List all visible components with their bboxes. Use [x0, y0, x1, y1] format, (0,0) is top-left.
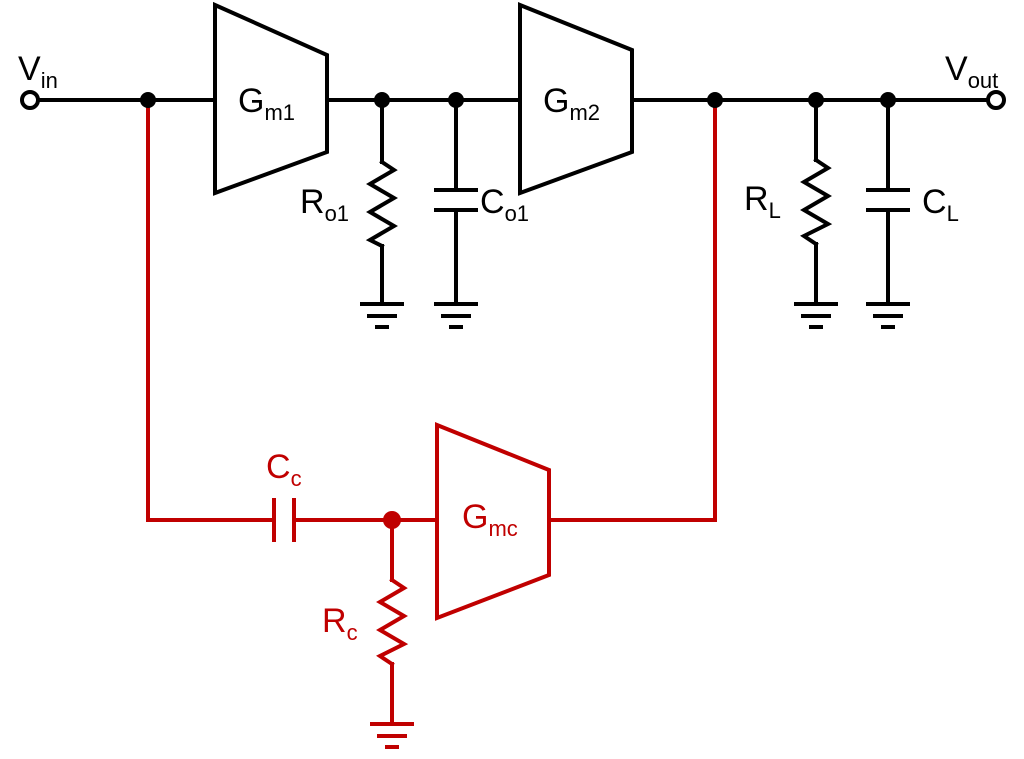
- compensation-network: Cc Rc Gmc: [146, 98, 717, 749]
- capacitor-icon: [866, 188, 910, 212]
- ground-icon: [360, 302, 404, 329]
- capacitor-icon: [272, 498, 296, 542]
- rc-label: Rc: [322, 602, 358, 645]
- vout-label: Vout: [945, 50, 998, 93]
- ground-icon: [434, 302, 478, 329]
- gm1-amplifier: Gm1: [213, 1, 329, 196]
- vin-terminal: Vin: [18, 50, 58, 110]
- co1-label: Co1: [480, 183, 529, 226]
- capacitor-icon: [434, 188, 478, 212]
- junction-icon: [880, 92, 896, 108]
- wire-gmc-to-output: [547, 98, 717, 522]
- cl-label: CL: [922, 183, 959, 226]
- resistor-icon: [800, 157, 833, 247]
- rl-resistor: RL: [744, 98, 838, 329]
- gm2-amplifier: Gm2: [518, 2, 634, 196]
- ground-icon: [794, 302, 838, 329]
- gm2-amplifier-icon: [518, 2, 634, 196]
- gmc-amplifier-icon: [435, 422, 551, 621]
- junction-icon: [448, 92, 464, 108]
- junction-icon: [383, 511, 401, 529]
- junctions: [140, 92, 896, 529]
- junction-icon: [707, 92, 723, 108]
- rl-label: RL: [744, 180, 781, 223]
- ground-icon: [370, 722, 414, 749]
- gm1-amplifier-icon: [213, 1, 329, 196]
- vout-terminal: Vout: [945, 50, 1006, 110]
- vout-terminal-icon: [986, 90, 1006, 110]
- cl-capacitor: CL: [866, 98, 959, 329]
- vin-label: Vin: [18, 50, 58, 93]
- ro1-label: Ro1: [300, 183, 349, 226]
- junction-icon: [140, 92, 156, 108]
- gmc-label: Gmc: [462, 498, 518, 541]
- cc-label: Cc: [266, 448, 302, 491]
- wire-feedforward-input: [146, 98, 276, 522]
- junction-icon: [374, 92, 390, 108]
- gm1-label: Gm1: [238, 82, 295, 125]
- co1-capacitor: Co1: [434, 98, 529, 329]
- ground-icon: [866, 302, 910, 329]
- resistor-icon: [376, 577, 409, 667]
- vin-terminal-icon: [20, 90, 40, 110]
- gm2-label: Gm2: [543, 82, 600, 125]
- junction-icon: [808, 92, 824, 108]
- ro1-resistor: Ro1: [300, 98, 404, 329]
- resistor-icon: [365, 159, 398, 249]
